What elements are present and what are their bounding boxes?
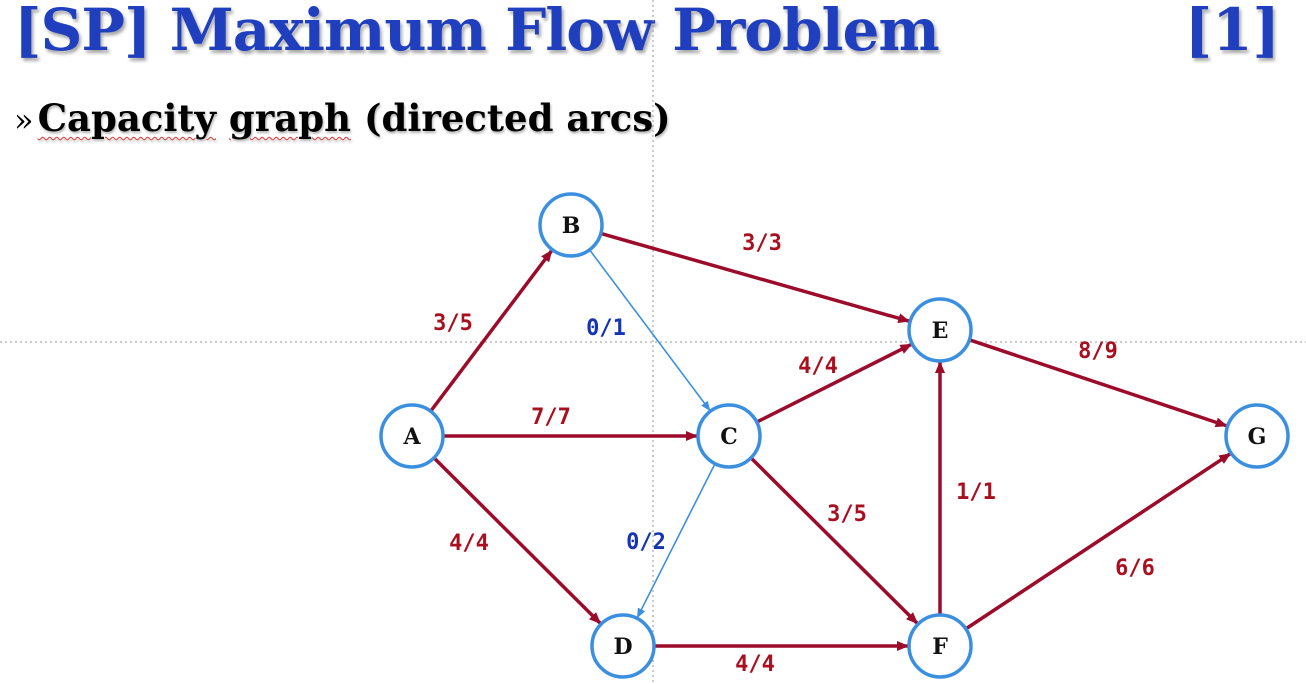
- node-c: C: [696, 403, 762, 469]
- edge-label-c-f: 3/5: [827, 502, 867, 527]
- slide-subtitle: Capacity graph (directed arcs): [38, 96, 671, 140]
- node-d: D: [590, 613, 656, 679]
- node-e: E: [907, 297, 973, 363]
- node-label: A: [402, 424, 421, 450]
- node-label: G: [1248, 424, 1267, 450]
- edge-c-f: [749, 456, 919, 625]
- node-label: D: [613, 634, 632, 660]
- bullet-marker: »: [14, 101, 34, 139]
- edge-label-f-e: 1/1: [956, 480, 996, 505]
- edge-label-c-d: 0/2: [626, 530, 666, 555]
- slide-header: [SP] Maximum Flow Problem [1]: [14, 0, 1294, 76]
- subtitle-word-graph: graph: [228, 96, 352, 140]
- edge-label-a-c: 7/7: [531, 405, 571, 430]
- edge-labels-layer: 3/5 3/3 0/1 7/7 4/4 4/4 0/2 3/5 4/4 1/1 8/9 6/6: [433, 231, 1155, 677]
- node-circle: [379, 403, 445, 469]
- node-circle: [590, 613, 656, 679]
- edge-c-e: [755, 342, 913, 424]
- node-circle: [907, 297, 973, 363]
- nodes-layer: A B C D E F G: [379, 192, 1290, 679]
- edge-b-e: [600, 231, 911, 324]
- edge-a-b: [429, 249, 554, 413]
- edge-label-b-e: 3/3: [742, 231, 782, 256]
- node-label: C: [720, 424, 738, 450]
- edge-a-d: [432, 456, 602, 625]
- bullet-item: » Capacity graph (directed arcs): [14, 96, 671, 140]
- node-circle: [907, 613, 973, 679]
- node-label: E: [932, 318, 949, 344]
- edge-c-d: [636, 463, 716, 619]
- node-circle: [696, 403, 762, 469]
- edge-e-g: [968, 338, 1228, 428]
- node-g: G: [1224, 403, 1290, 469]
- node-circle: [1224, 403, 1290, 469]
- edge-label-a-d: 4/4: [449, 531, 489, 556]
- edge-label-e-g: 8/9: [1078, 339, 1118, 364]
- node-b: B: [538, 192, 604, 258]
- edge-b-c: [588, 249, 711, 412]
- subtitle-word-capacity: Capacity: [37, 96, 217, 140]
- subtitle-word-directed-arcs: (directed arcs): [363, 96, 671, 140]
- node-label: B: [562, 213, 581, 239]
- edge-label-c-e: 4/4: [798, 354, 838, 379]
- edge-label-f-g: 6/6: [1115, 556, 1155, 581]
- edges-layer: [429, 231, 1232, 651]
- node-circle: [538, 192, 604, 258]
- edge-label-d-f: 4/4: [735, 652, 775, 677]
- node-f: F: [907, 613, 973, 679]
- node-a: A: [379, 403, 445, 469]
- edge-label-a-b: 3/5: [433, 311, 473, 336]
- slide-title: [SP] Maximum Flow Problem: [14, 0, 940, 64]
- node-label: F: [932, 634, 948, 660]
- slide-page-number: [1]: [1184, 0, 1280, 64]
- edge-f-g: [964, 452, 1232, 631]
- edge-label-b-c: 0/1: [586, 316, 626, 341]
